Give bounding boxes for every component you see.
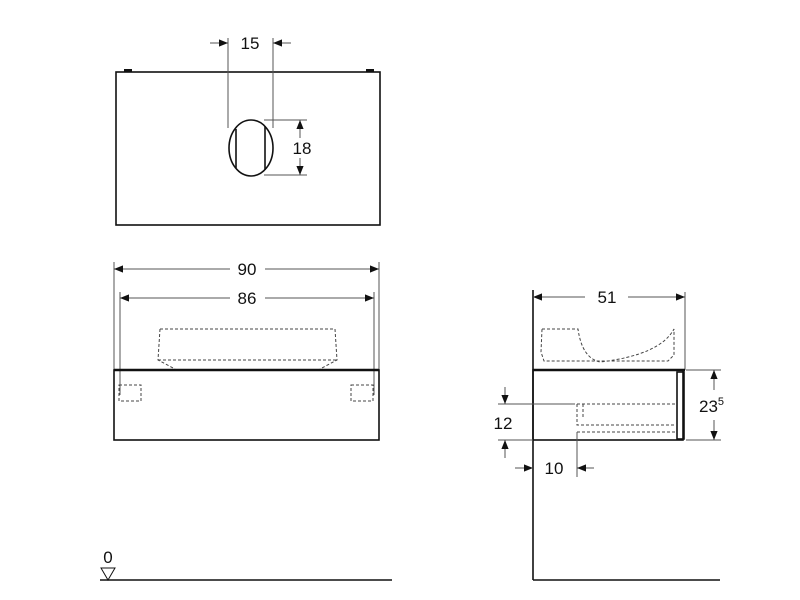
basin-hidden bbox=[157, 328, 338, 370]
dim-depth: 51 bbox=[598, 288, 617, 307]
floor-level: 0 bbox=[100, 548, 720, 581]
cabinet-front bbox=[113, 369, 380, 441]
side-view: 51 235 12 10 bbox=[494, 288, 724, 580]
level-triangle-icon bbox=[100, 567, 116, 581]
dim-height: 235 bbox=[699, 396, 724, 416]
dim-drawer-depth: 10 bbox=[545, 459, 564, 478]
top-outline bbox=[115, 71, 381, 226]
dim-inner-width: 86 bbox=[238, 289, 257, 308]
tap-hole bbox=[228, 119, 274, 177]
dim-overall-width: 90 bbox=[238, 260, 257, 279]
cabinet-side bbox=[532, 369, 684, 441]
floor-level-label: 0 bbox=[103, 548, 112, 567]
dim-hole-width: 15 bbox=[241, 34, 260, 53]
dim-hole-height: 18 bbox=[293, 139, 312, 158]
front-view: 90 86 bbox=[113, 260, 380, 441]
basin-side-hidden bbox=[540, 328, 675, 363]
dim-drawer-height: 12 bbox=[494, 414, 513, 433]
top-view: 15 18 bbox=[115, 34, 381, 226]
